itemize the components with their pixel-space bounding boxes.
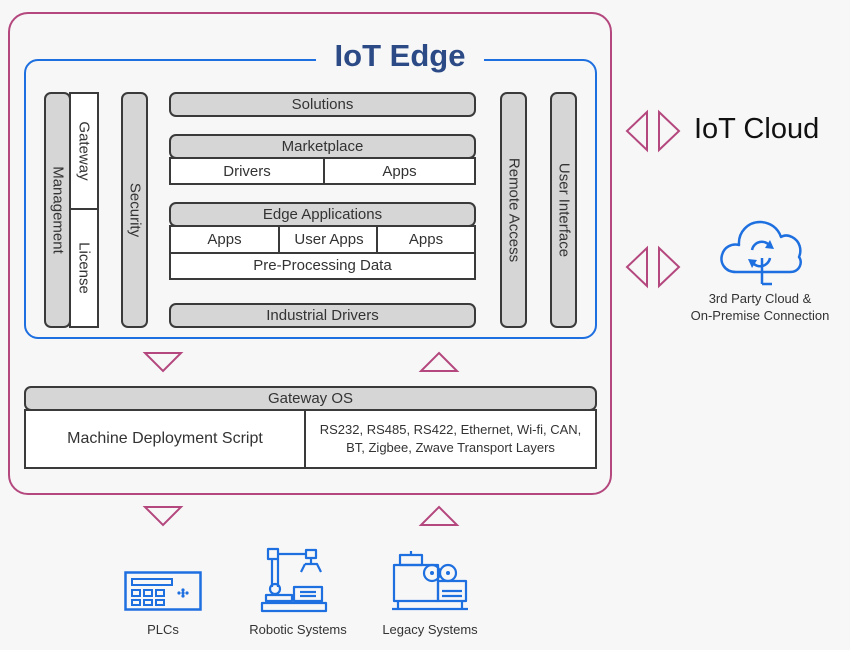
gateway-block: Gateway bbox=[69, 92, 99, 210]
plc-icon bbox=[124, 571, 202, 611]
edge-apps-left-label: Apps bbox=[207, 231, 242, 248]
preprocessing-label: Pre-Processing Data bbox=[253, 257, 392, 274]
preprocessing-block: Pre-Processing Data bbox=[169, 252, 476, 280]
management-label: Management bbox=[49, 166, 66, 254]
gateway-label: Gateway bbox=[75, 121, 93, 181]
robotic-arm-icon bbox=[260, 547, 328, 613]
iot-edge-title: IoT Edge bbox=[316, 36, 484, 76]
marketplace-row: Drivers Apps bbox=[169, 157, 476, 185]
edge-user-apps-label: User Apps bbox=[294, 231, 364, 248]
marketplace-drivers-cell: Drivers bbox=[171, 159, 323, 183]
marketplace-header: Marketplace bbox=[169, 134, 476, 159]
marketplace-drivers-label: Drivers bbox=[223, 162, 271, 180]
user-interface-block: User Interface bbox=[550, 92, 577, 328]
remote-access-label: Remote Access bbox=[505, 157, 522, 263]
edge-applications-row: Apps User Apps Apps bbox=[169, 225, 476, 254]
security-label: Security bbox=[126, 182, 143, 238]
license-label: License bbox=[75, 242, 93, 294]
security-block: Security bbox=[121, 92, 148, 328]
gateway-os-header: Gateway OS bbox=[24, 386, 597, 411]
legacy-systems-label: Legacy Systems bbox=[382, 622, 478, 637]
transport-line-2: BT, Zigbee, Zwave Transport Layers bbox=[346, 440, 555, 455]
outer-system-frame bbox=[8, 12, 612, 495]
up-arrow-icon bbox=[418, 505, 460, 526]
transport-layers-cell: RS232, RS485, RS422, Ethernet, Wi-fi, CA… bbox=[304, 411, 595, 467]
up-arrow-icon bbox=[418, 351, 460, 372]
edge-apps-right-label: Apps bbox=[408, 231, 444, 248]
robotic-systems-label: Robotic Systems bbox=[249, 622, 347, 637]
third-party-cloud-line-1: 3rd Party Cloud & bbox=[708, 291, 812, 306]
edge-apps-left-cell: Apps bbox=[171, 227, 278, 252]
iot-cloud-label: IoT Cloud bbox=[694, 113, 820, 145]
bidirectional-arrow-icon bbox=[625, 109, 681, 153]
management-block: Management bbox=[44, 92, 71, 328]
solutions-label: Solutions bbox=[291, 96, 354, 113]
plcs-label: PLCs bbox=[147, 622, 179, 637]
gateway-os-label: Gateway OS bbox=[267, 390, 354, 407]
user-interface-label: User Interface bbox=[555, 162, 572, 258]
edge-applications-label: Edge Applications bbox=[262, 206, 383, 223]
gateway-os-row: Machine Deployment Script RS232, RS485, … bbox=[24, 409, 597, 469]
cloud-sync-icon bbox=[720, 220, 802, 286]
marketplace-apps-label: Apps bbox=[382, 162, 417, 180]
solutions-block: Solutions bbox=[169, 92, 476, 117]
deployment-script-cell: Machine Deployment Script bbox=[26, 411, 304, 467]
transport-line-1: RS232, RS485, RS422, Ethernet, Wi-fi, CA… bbox=[319, 422, 582, 437]
industrial-drivers-label: Industrial Drivers bbox=[266, 307, 379, 324]
edge-apps-right-cell: Apps bbox=[376, 227, 474, 252]
edge-applications-header: Edge Applications bbox=[169, 202, 476, 227]
license-block: License bbox=[69, 208, 99, 328]
deployment-script-label: Machine Deployment Script bbox=[67, 430, 263, 447]
legacy-machine-icon bbox=[392, 551, 468, 611]
third-party-cloud-line-2: On-Premise Connection bbox=[690, 308, 830, 323]
down-arrow-icon bbox=[142, 506, 184, 527]
marketplace-apps-cell: Apps bbox=[323, 159, 474, 183]
iot-edge-frame bbox=[24, 59, 597, 339]
edge-user-apps-cell: User Apps bbox=[278, 227, 378, 252]
down-arrow-icon bbox=[142, 352, 184, 373]
industrial-drivers-block: Industrial Drivers bbox=[169, 303, 476, 328]
marketplace-label: Marketplace bbox=[281, 138, 364, 155]
bidirectional-arrow-icon bbox=[625, 245, 681, 289]
remote-access-block: Remote Access bbox=[500, 92, 527, 328]
